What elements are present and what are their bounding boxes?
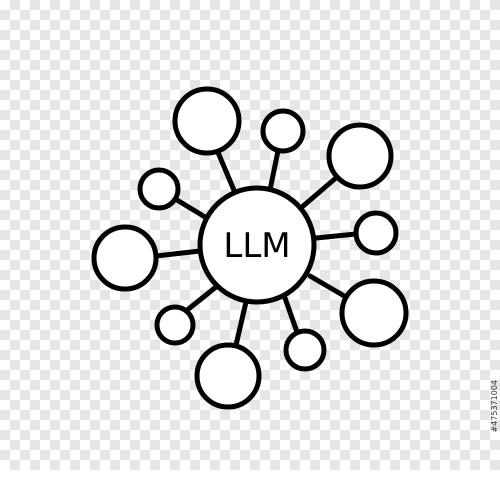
edge-top-right: [299, 174, 340, 210]
node-left: [91, 224, 159, 292]
edge-top-left: [214, 147, 239, 198]
edge-bottom: [233, 299, 249, 348]
center-node: [197, 185, 317, 305]
node-top-left: [172, 86, 242, 156]
node-right: [353, 210, 399, 256]
node-lower-right: [339, 278, 409, 348]
edge-lower-right: [307, 273, 349, 300]
stock-id-watermark: #475371004: [488, 380, 500, 490]
edge-left: [153, 248, 203, 259]
node-upper-left: [137, 167, 181, 211]
node-top: [260, 108, 306, 154]
edge-right: [313, 231, 359, 241]
footer-bar: [0, 470, 500, 500]
center-label: LLM: [223, 226, 290, 266]
edge-bottom-right: [282, 295, 300, 335]
edge-lower-left: [183, 284, 219, 314]
node-bottom-right: [283, 328, 327, 372]
stock-id-text: #475371004: [490, 380, 499, 433]
edge-upper-left: [174, 197, 213, 223]
node-lower-left: [154, 304, 196, 346]
node-bottom: [194, 342, 262, 410]
node-top-right: [326, 122, 394, 190]
edge-top: [267, 148, 281, 193]
